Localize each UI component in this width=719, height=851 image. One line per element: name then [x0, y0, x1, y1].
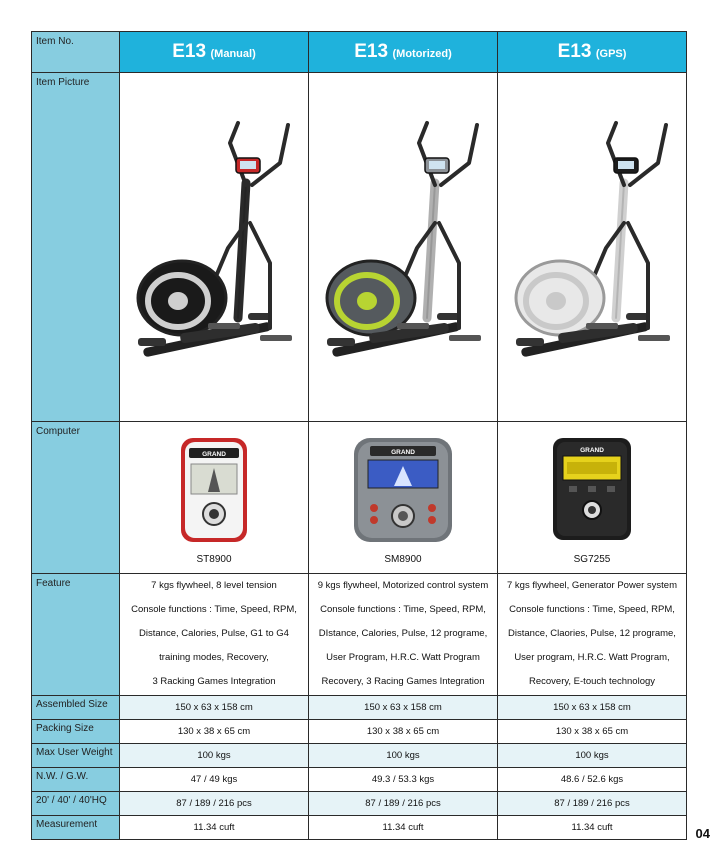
svg-text:GRAND: GRAND	[580, 447, 604, 454]
feature-line: Console functions : Time, Speed, RPM,	[320, 604, 486, 615]
console-cell: GRAND SM8900	[308, 421, 498, 574]
row-max-user-weight: Max User Weight 100 kgs 100 kgs 100 kgs	[31, 743, 687, 768]
row-measurement: Measurement 11.34 cuft 11.34 cuft 11.34 …	[31, 815, 687, 840]
feature-cell: 7 kgs flywheel, 8 level tension Console …	[119, 573, 309, 696]
console-cell: GRAND ST8900	[119, 421, 309, 574]
spec-value: 11.34 cuft	[308, 815, 498, 840]
spec-value: 100 kgs	[119, 743, 309, 768]
feature-line: 9 kgs flywheel, Motorized control system	[317, 580, 489, 591]
row-label: Feature	[31, 573, 120, 696]
console-image: GRAND	[553, 438, 631, 540]
row-computer: Computer GRAND ST8900 GRAND SM8900	[31, 421, 687, 574]
spec-value: 130 x 38 x 65 cm	[308, 719, 498, 744]
spec-table: Item No. E13 (Manual) E13 (Motorized) E1…	[31, 31, 687, 840]
feature-line: 7 kgs flywheel, 8 level tension	[151, 580, 277, 591]
page-number: 04	[695, 826, 710, 841]
row-container: 20' / 40' / 40'HQ 87 / 189 / 216 pcs 87 …	[31, 791, 687, 816]
feature-cell: 7 kgs flywheel, Generator Power system C…	[497, 573, 687, 696]
feature-line: DIstance, Calories, Pulse, 12 programe,	[318, 628, 488, 639]
spec-value: 100 kgs	[308, 743, 498, 768]
spec-value: 48.6 / 52.6 kgs	[497, 767, 687, 792]
machine-picture-cell	[308, 72, 498, 422]
elliptical-trainer-image	[514, 121, 670, 357]
row-label: Assembled Size	[31, 695, 120, 720]
model-header-motorized: E13 (Motorized)	[308, 31, 498, 73]
row-item-picture: Item Picture	[31, 72, 687, 422]
model-header-gps: E13 (GPS)	[497, 31, 687, 73]
row-label: Computer	[31, 421, 120, 574]
spec-value: 130 x 38 x 65 cm	[497, 719, 687, 744]
spec-value: 47 / 49 kgs	[119, 767, 309, 792]
svg-text:GRAND: GRAND	[202, 451, 226, 458]
feature-line: Console functions : Time, Speed, RPM,	[509, 604, 675, 615]
row-label: Item Picture	[31, 72, 120, 422]
model-header-manual: E13 (Manual)	[119, 31, 309, 73]
console-code: ST8900	[196, 554, 232, 565]
spec-value: 150 x 63 x 158 cm	[308, 695, 498, 720]
row-assembled-size: Assembled Size 150 x 63 x 158 cm 150 x 6…	[31, 695, 687, 720]
model-name: E13	[354, 41, 389, 62]
machine-picture-cell	[119, 72, 309, 422]
model-name: E13	[557, 41, 592, 62]
row-label: Packing Size	[31, 719, 120, 744]
feature-cell: 9 kgs flywheel, Motorized control system…	[308, 573, 498, 696]
row-label: N.W. / G.W.	[31, 767, 120, 792]
model-variant: (Motorized)	[392, 48, 452, 60]
feature-line: Distance, Claories, Pulse, 12 programe,	[508, 628, 676, 639]
spec-value: 11.34 cuft	[119, 815, 309, 840]
model-name: E13	[172, 41, 207, 62]
spec-value: 87 / 189 / 216 pcs	[308, 791, 498, 816]
elliptical-trainer-image	[136, 121, 292, 357]
feature-line: training modes, Recovery,	[159, 652, 269, 663]
row-label: 20' / 40' / 40'HQ	[31, 791, 120, 816]
spec-value: 100 kgs	[497, 743, 687, 768]
spec-value: 11.34 cuft	[497, 815, 687, 840]
console-code: SM8900	[384, 554, 422, 565]
spec-value: 150 x 63 x 158 cm	[497, 695, 687, 720]
elliptical-trainer-image	[325, 121, 481, 357]
console-image: GRAND	[354, 438, 452, 542]
row-packing-size: Packing Size 130 x 38 x 65 cm 130 x 38 x…	[31, 719, 687, 744]
console-code: SG7255	[573, 554, 611, 565]
console-image: GRAND	[181, 438, 247, 542]
console-cell: GRAND SG7255	[497, 421, 687, 574]
feature-line: User program, H.R.C. Watt Program,	[514, 652, 670, 663]
model-variant: (Manual)	[210, 48, 256, 60]
row-feature: Feature 7 kgs flywheel, 8 level tension …	[31, 573, 687, 696]
row-label: Max User Weight	[31, 743, 120, 768]
feature-line: Distance, Calories, Pulse, G1 to G4	[139, 628, 289, 639]
feature-line: Recovery, 3 Racing Games Integration	[321, 676, 485, 687]
feature-line: Recovery, E-touch technology	[528, 676, 656, 687]
svg-text:GRAND: GRAND	[391, 449, 415, 456]
spec-value: 150 x 63 x 158 cm	[119, 695, 309, 720]
row-label: Item No.	[31, 31, 120, 73]
spec-value: 87 / 189 / 216 pcs	[497, 791, 687, 816]
row-nw-gw: N.W. / G.W. 47 / 49 kgs 49.3 / 53.3 kgs …	[31, 767, 687, 792]
machine-picture-cell	[497, 72, 687, 422]
spec-value: 87 / 189 / 216 pcs	[119, 791, 309, 816]
row-label: Measurement	[31, 815, 120, 840]
row-item-no: Item No. E13 (Manual) E13 (Motorized) E1…	[31, 31, 687, 73]
model-variant: (GPS)	[595, 48, 627, 60]
feature-line: Console functions : Time, Speed, RPM,	[131, 604, 297, 615]
feature-line: 7 kgs flywheel, Generator Power system	[506, 580, 677, 591]
spec-value: 49.3 / 53.3 kgs	[308, 767, 498, 792]
feature-line: User Program, H.R.C. Watt Program	[326, 652, 480, 663]
spec-value: 130 x 38 x 65 cm	[119, 719, 309, 744]
feature-line: 3 Racking Games Integration	[152, 676, 276, 687]
